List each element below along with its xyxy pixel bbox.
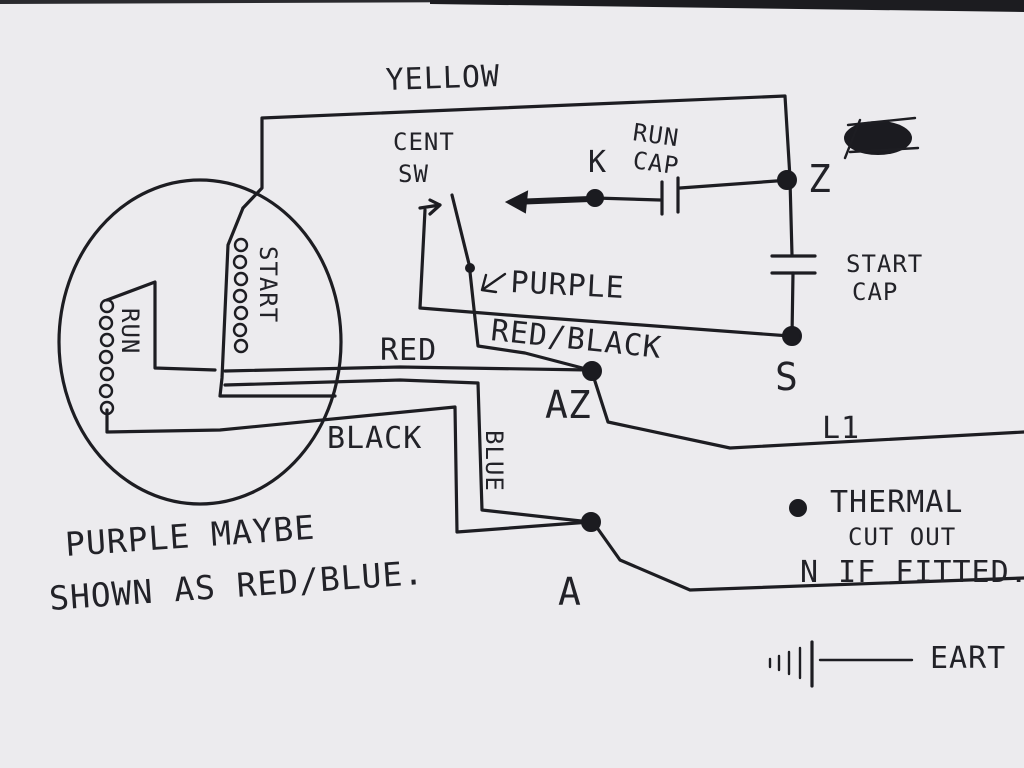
terminal-k-dot [586, 189, 604, 207]
z-to-start-cap-wire [788, 178, 794, 257]
start-winding-wire [218, 206, 337, 398]
start-winding-label: START [254, 246, 282, 323]
red-label: RED [380, 333, 437, 368]
start-cap-label-1: START [846, 250, 923, 278]
yellow-wire [241, 94, 792, 210]
run-cap-wire [593, 196, 662, 202]
black-label: BLACK [327, 421, 422, 456]
link-arrow-head [504, 190, 529, 214]
k-label: K [588, 145, 607, 180]
s-label: S [775, 355, 798, 399]
paper-top-edge [430, 0, 1024, 12]
a-label: A [558, 570, 581, 614]
start-winding-coil [232, 237, 249, 354]
purple-arrow [480, 272, 507, 294]
scribble-mark [843, 116, 920, 160]
terminal-z-dot [777, 170, 797, 190]
thermal-label-2: CUT OUT [848, 523, 956, 551]
z-label: Z [808, 157, 831, 201]
purple-label: PURPLE [510, 265, 626, 306]
start-cap-to-s-wire [790, 271, 795, 338]
terminal-az-dot [582, 361, 602, 381]
sw-label: SW [398, 160, 429, 188]
black-wire [105, 405, 592, 534]
cent-label: CENT [393, 128, 455, 156]
cent-switch-pointer [418, 198, 442, 216]
cent-switch-contact [450, 193, 472, 270]
motor-circle [57, 178, 343, 506]
a-out-wire [591, 520, 1024, 592]
az-label: AZ [545, 383, 591, 427]
terminal-a-dot [581, 512, 601, 532]
run-cap-label-1: RUN [631, 118, 681, 152]
cent-switch-pivot [465, 263, 475, 273]
l1-label: L1 [822, 411, 860, 446]
thermal-label-3: N IF FITTED. [800, 555, 1024, 590]
start-cap-label-2: CAP [852, 278, 898, 306]
thermal-label-1: THERMAL [830, 485, 963, 520]
switch-loop-wire [418, 208, 792, 338]
yellow-label: YELLOW [385, 59, 501, 98]
thermal-cutout-dot [789, 499, 807, 517]
terminal-s-dot [782, 326, 802, 346]
run-winding-label: RUN [116, 308, 144, 354]
red-black-wire [468, 270, 592, 372]
blue-label: BLUE [480, 430, 508, 492]
start-capacitor [770, 254, 817, 275]
run-cap-wire-right [678, 178, 792, 190]
run-winding-wire [105, 280, 217, 372]
blue-wire [223, 378, 592, 524]
l1-wire [590, 370, 1024, 450]
run-cap-label-2: CAP [631, 146, 681, 180]
run-capacitor [660, 176, 680, 216]
earth-symbol [768, 640, 914, 688]
red-wire [223, 365, 592, 373]
earth-label: EART [930, 641, 1006, 676]
